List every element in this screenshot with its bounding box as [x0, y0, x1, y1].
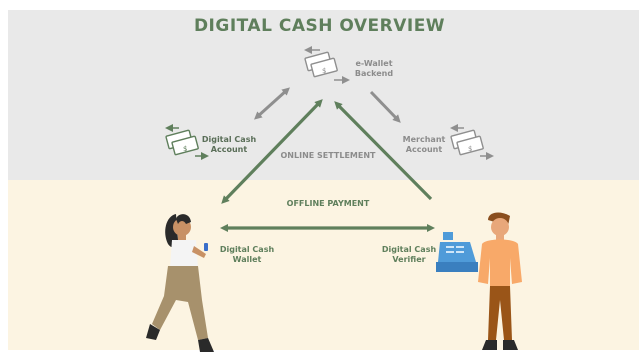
backend-label: e-Wallet Backend [354, 59, 394, 78]
cash-register-icon [436, 232, 478, 272]
online-settlement-label: ONLINE SETTLEMENT [280, 151, 376, 160]
backend-merchant-arrow [369, 90, 401, 123]
account-label: Digital Cash Account [201, 135, 257, 154]
wallet-label: Digital Cash Wallet [219, 245, 275, 264]
svg-text:$: $ [322, 67, 326, 75]
offline-zone [8, 180, 639, 350]
merchant-label: Merchant Account [402, 135, 446, 154]
woman-with-phone-figure [146, 214, 214, 352]
backend-cash-icon: $ [304, 46, 350, 84]
account-cash-icon: $ [165, 124, 209, 160]
svg-text:$: $ [468, 145, 472, 153]
verifier-backend-arrow [334, 101, 433, 201]
svg-text:$: $ [183, 145, 187, 153]
offline-payment-label: OFFLINE PAYMENT [286, 199, 370, 208]
wallet-backend-arrow [221, 99, 323, 204]
merchant-cash-icon: $ [450, 124, 494, 160]
diagram-title: DIGITAL CASH OVERVIEW [193, 16, 446, 36]
online-zone [8, 10, 639, 180]
man-standing-figure [478, 212, 522, 350]
account-backend-arrow [254, 87, 290, 120]
verifier-label: Digital Cash Verifier [381, 245, 437, 264]
